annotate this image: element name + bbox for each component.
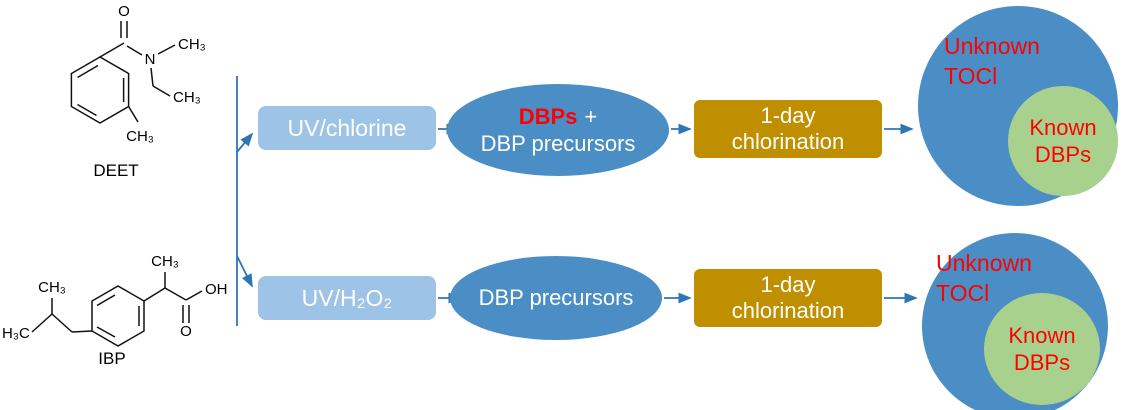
uv-h2o2-box: UV/H₂O₂ bbox=[258, 276, 436, 320]
ibp-oxygen-label: O bbox=[180, 323, 192, 340]
ibp-h3c-label: H₃C bbox=[2, 325, 30, 342]
deet-structure: O N CH₃ CH₃ CH₃ DEET bbox=[70, 3, 206, 180]
unknown-tocl-circle-top: Unknown TOCl Known DBPs bbox=[918, 6, 1118, 206]
chlorination-bottom-line1: 1-day bbox=[760, 271, 816, 297]
deet-n-methyl-top-label: CH₃ bbox=[178, 36, 206, 53]
chlorination-box-top: 1-day chlorination bbox=[694, 100, 882, 158]
unknown-text-bottom: Unknown bbox=[936, 250, 1032, 276]
known-dbps-text-bottom: DBPs bbox=[1013, 350, 1071, 375]
known-dbps-text-top: DBPs bbox=[1034, 142, 1092, 167]
benzene-ring bbox=[70, 56, 130, 124]
unknown-tocl-circle-bottom: Unknown TOCl Known DBPs bbox=[922, 233, 1108, 410]
dbps-line1: DBPs+ bbox=[519, 103, 598, 131]
unknown-text-top: Unknown bbox=[944, 33, 1040, 59]
tocl-text-bottom: TOCl bbox=[936, 279, 990, 306]
deet-ring-methyl-label: CH₃ bbox=[126, 128, 154, 145]
ibp-alpha-methyl-label: CH₃ bbox=[151, 253, 179, 270]
deet-name: DEET bbox=[93, 161, 138, 180]
deet-oxygen-label: O bbox=[118, 3, 130, 20]
dbps-highlight: DBPs bbox=[518, 103, 578, 129]
known-text-bottom: Known bbox=[1008, 322, 1076, 348]
deet-n-methyl-bottom-label: CH₃ bbox=[173, 89, 201, 106]
uv-h2o2-label: UV/H₂O₂ bbox=[301, 284, 393, 311]
ibp-bonds bbox=[31, 272, 203, 347]
benzene-ring bbox=[91, 285, 145, 347]
dbp-precursors-ellipse: DBP precursors bbox=[450, 256, 662, 340]
dbps-line2: DBP precursors bbox=[480, 131, 636, 156]
unknown-tocl-label-top: Unknown TOCl bbox=[944, 32, 1040, 92]
uv-chlorine-box: UV/chlorine bbox=[258, 106, 436, 150]
unknown-tocl-label-bottom: Unknown TOCl bbox=[936, 249, 1032, 309]
uv-chlorine-label: UV/chlorine bbox=[287, 114, 407, 141]
chlorination-bottom-line2: chlorination bbox=[731, 298, 845, 323]
plus-sign: + bbox=[584, 103, 598, 129]
chlorination-box-bottom: 1-day chlorination bbox=[694, 269, 882, 327]
deet-nitrogen-label: N bbox=[145, 51, 156, 68]
tocl-text-top: TOCl bbox=[944, 62, 998, 89]
ibp-name: IBP bbox=[98, 349, 125, 368]
ibp-branch-methyl-label: CH₃ bbox=[38, 279, 66, 296]
known-text-top: Known bbox=[1029, 114, 1097, 140]
known-dbps-circle-top: Known DBPs bbox=[1008, 86, 1118, 196]
chlorination-top-line1: 1-day bbox=[760, 102, 816, 128]
deet-bonds bbox=[70, 21, 176, 124]
dbp-precursors-label: DBP precursors bbox=[478, 285, 634, 311]
ibp-structure: H₃C CH₃ CH₃ OH O IBP bbox=[2, 253, 228, 368]
ibp-oh-label: OH bbox=[205, 281, 228, 298]
known-dbps-circle-bottom: Known DBPs bbox=[984, 293, 1100, 405]
dbps-precursors-ellipse: DBPs+ DBP precursors bbox=[447, 84, 669, 176]
chlorination-top-line2: chlorination bbox=[731, 129, 845, 154]
